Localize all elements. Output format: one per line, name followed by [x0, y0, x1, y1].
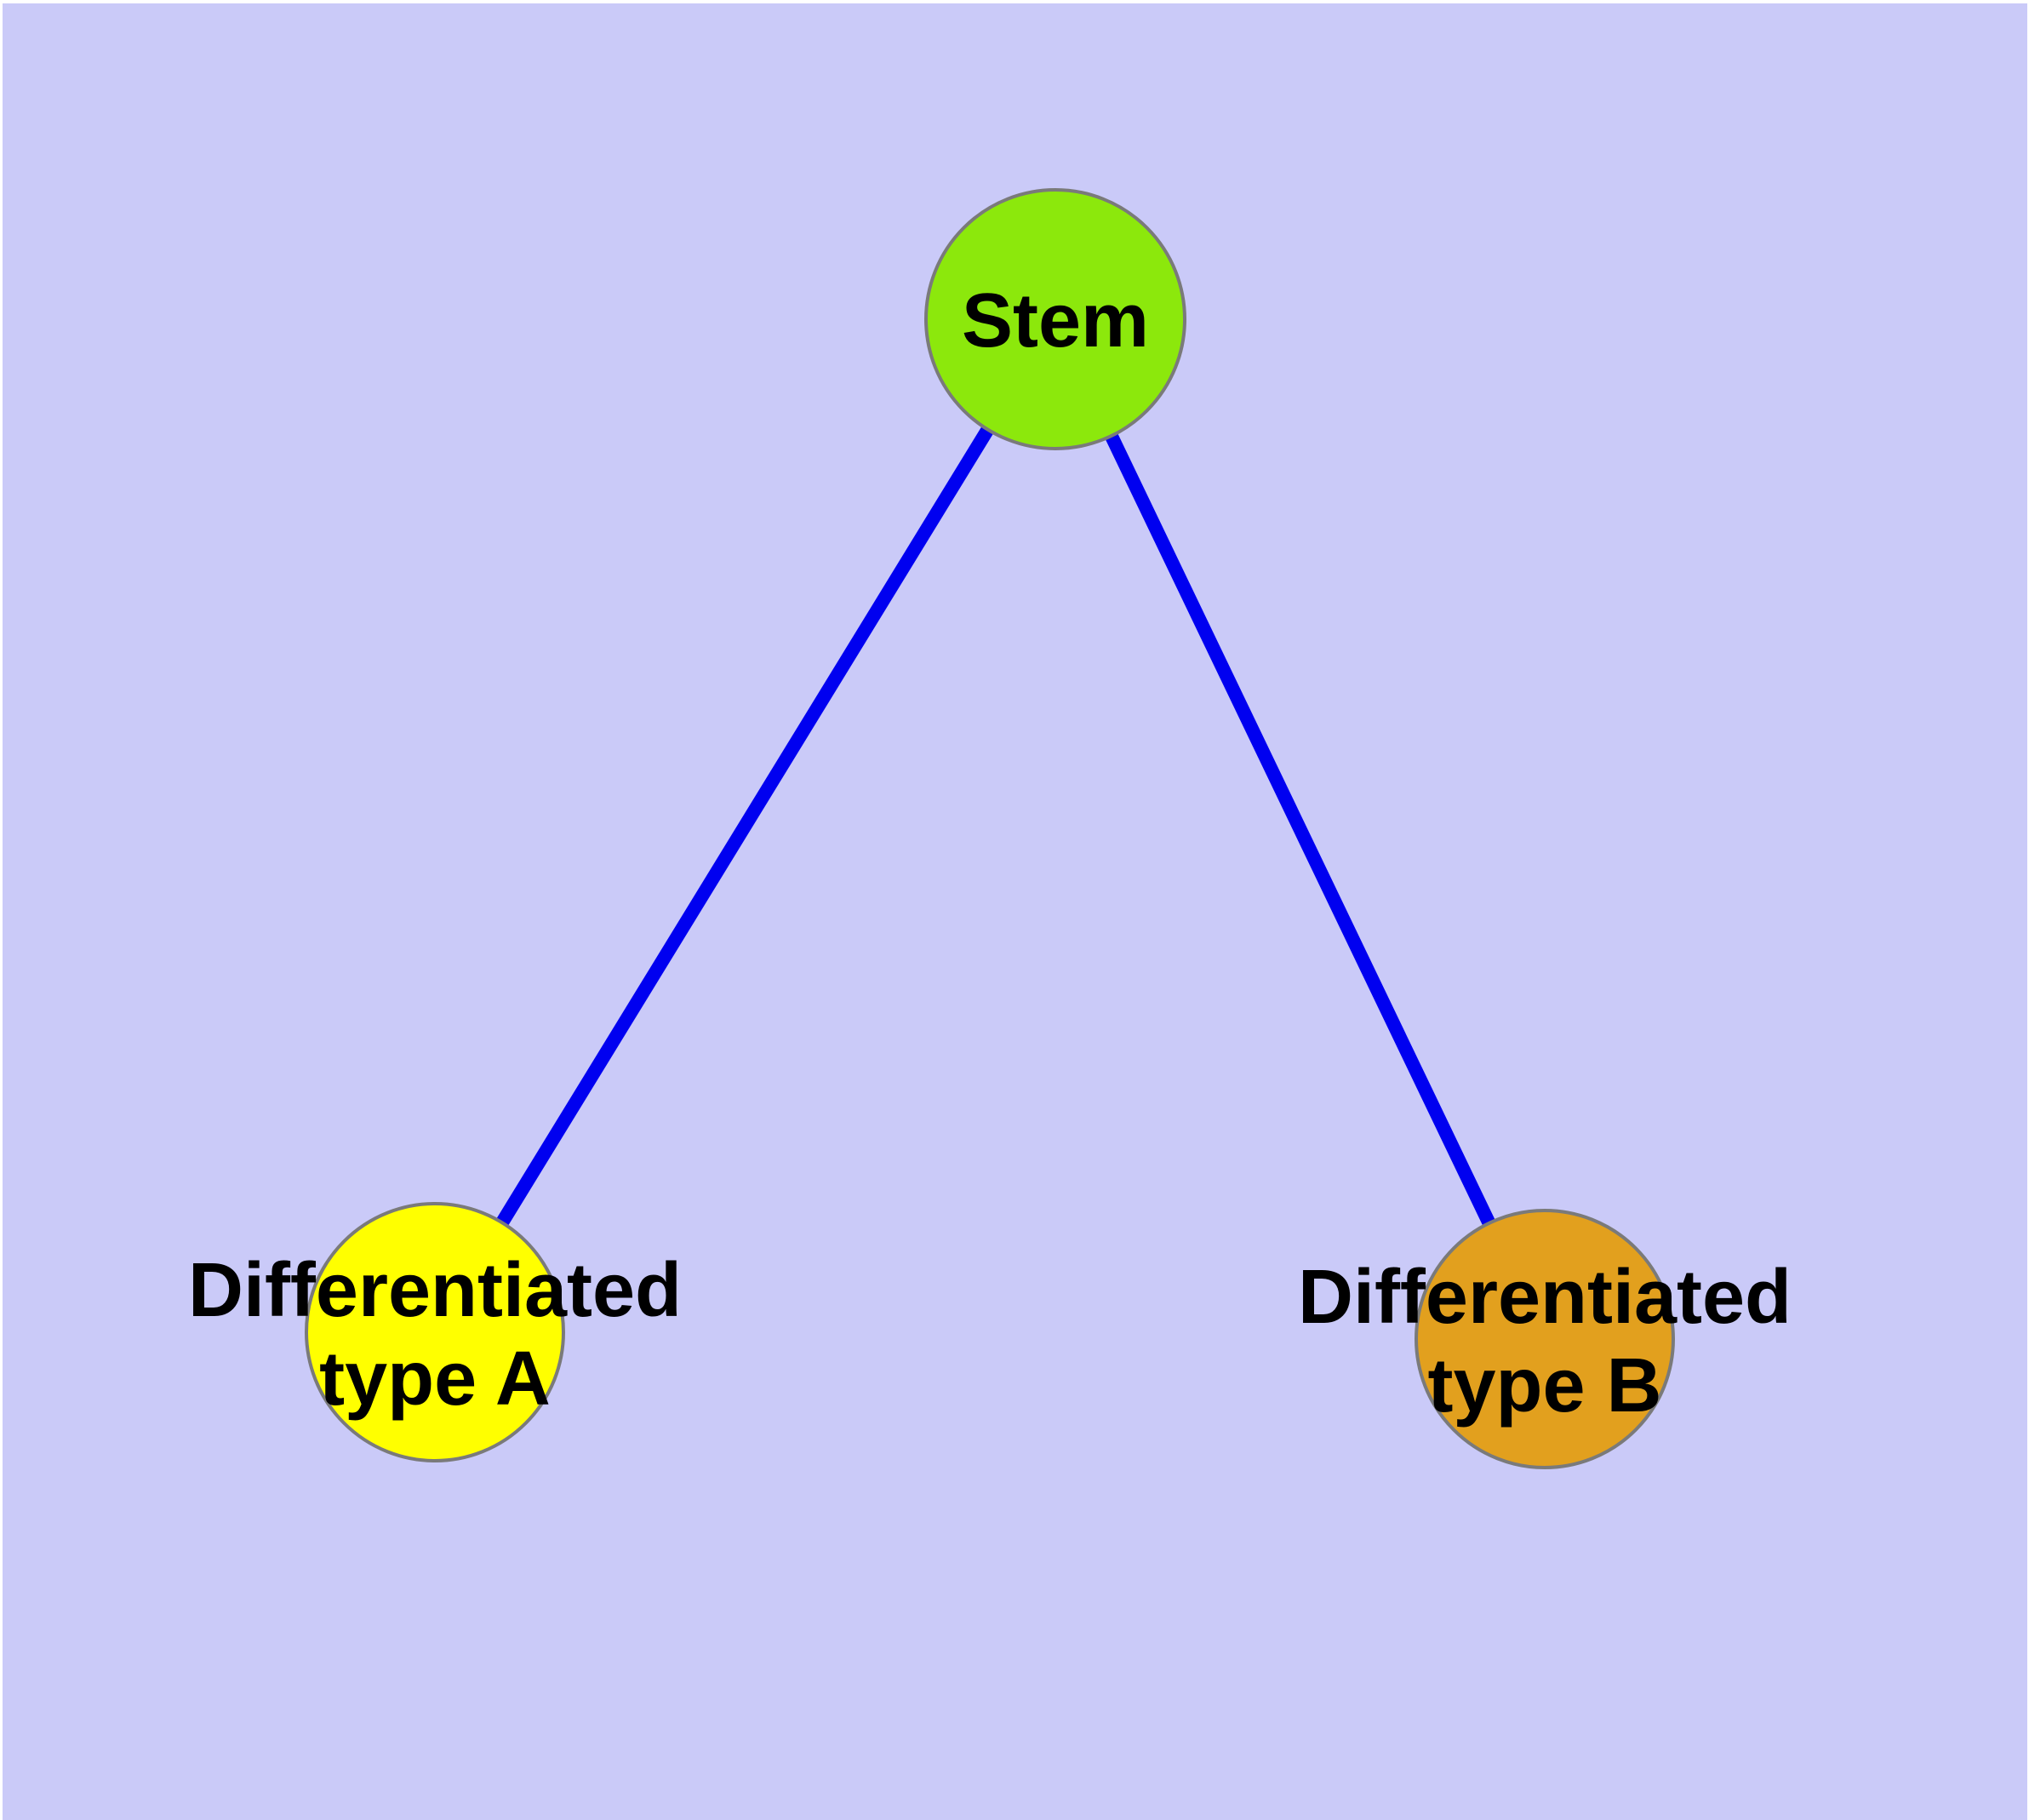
type-a-label-line2: type A	[319, 1336, 551, 1422]
differentiated-type-a-node	[305, 1202, 565, 1462]
stem-node-label: Stem	[962, 278, 1149, 363]
stem-node	[924, 188, 1186, 450]
edge-stem-to-type-a	[429, 315, 1061, 1336]
edge-stem-to-type-b	[1049, 316, 1552, 1342]
type-b-label-line1: Differentiated	[1298, 1255, 1792, 1340]
type-b-label-line2: type B	[1427, 1343, 1661, 1428]
differentiated-type-b-node	[1415, 1209, 1675, 1469]
type-a-label-line1: Differentiated	[188, 1248, 682, 1333]
